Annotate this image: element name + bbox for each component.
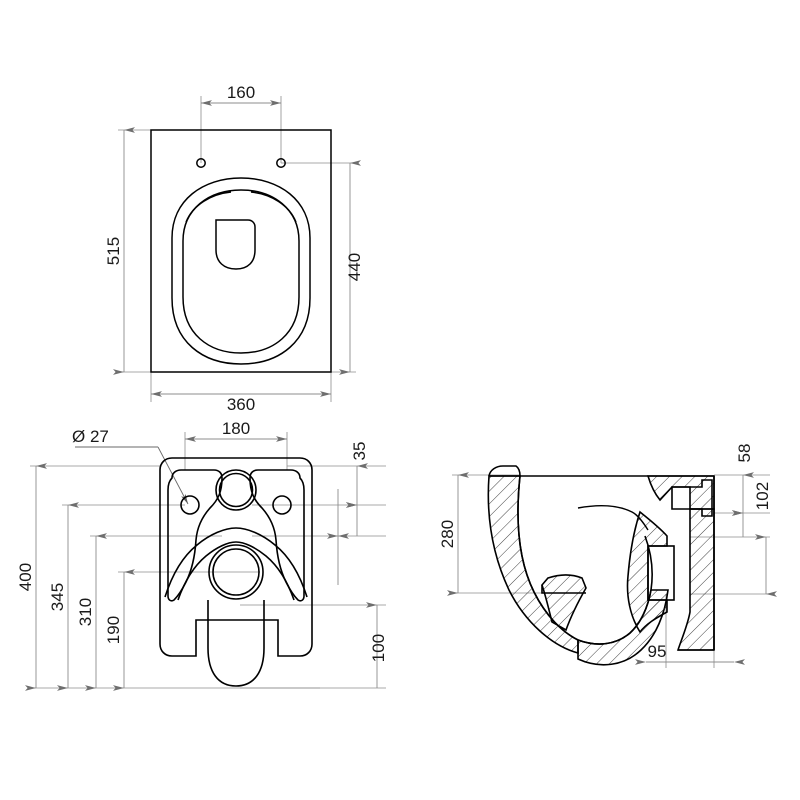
dimension-190-label: 190	[104, 616, 123, 644]
rear-view-bolt-hole-right	[272, 495, 292, 515]
top-view-rim-arc-right	[250, 191, 297, 223]
dimension-180-label: 180	[222, 419, 250, 438]
rear-view-arch-outer	[164, 527, 308, 598]
dimension-515-label: 515	[104, 237, 123, 265]
dimension-360: 360	[151, 391, 331, 414]
rear-view: 400 345 310 190 180 35	[16, 419, 388, 691]
dimension-400: 400	[16, 463, 47, 691]
dimension-190: 190	[104, 569, 135, 691]
dimension-102-label: 102	[753, 482, 772, 510]
dimension-100: 100	[366, 602, 388, 688]
top-view: 160 515 440 360	[104, 83, 364, 414]
dimension-95: 95	[635, 642, 745, 665]
dimension-95-label: 95	[648, 642, 667, 661]
diameter-27-callout: Ø 27	[72, 427, 189, 505]
rear-view-outlet-outer	[208, 544, 264, 600]
dimension-360-label: 360	[227, 395, 255, 414]
dimension-160-label: 160	[227, 83, 255, 102]
rear-view-inlet-outer	[215, 469, 257, 511]
section-fixing-pocket	[647, 545, 675, 601]
section-pedestal-shelf	[541, 585, 586, 594]
dimension-400-label: 400	[16, 563, 35, 591]
dimension-280: 280	[438, 472, 469, 596]
top-view-rim-arc-left	[185, 191, 232, 223]
section-bowl-inner-contour	[517, 475, 653, 645]
dimension-102: 102	[732, 482, 777, 597]
rear-view-bolt-hole-left	[180, 495, 200, 515]
top-view-bolt-hole-left	[196, 158, 206, 168]
section-view: 280 58 102 95	[438, 444, 777, 668]
dimension-310-label: 310	[76, 598, 95, 626]
rear-view-outer-outline	[159, 457, 313, 657]
section-rim-nose	[488, 465, 521, 477]
rear-view-extension-lines	[30, 432, 386, 689]
dimension-345-label: 345	[48, 583, 67, 611]
rear-view-arch-inner	[177, 541, 295, 601]
rear-view-recess-left	[167, 469, 223, 602]
section-pedestal	[541, 574, 587, 632]
dimension-58-label: 58	[735, 444, 754, 463]
dimension-440-label: 440	[345, 253, 364, 281]
dimension-35: 35	[346, 442, 369, 508]
top-view-bowl-outer	[171, 177, 311, 365]
section-rim-shelf-line	[577, 504, 649, 531]
section-outlet-spigot	[671, 479, 713, 517]
dimension-35-label: 35	[350, 442, 369, 461]
dimension-58: 58	[732, 444, 754, 516]
top-view-outer-plate	[150, 129, 332, 373]
rear-view-recess-right	[249, 469, 305, 602]
dimension-inner-stack	[327, 489, 358, 585]
top-view-bolt-hole-right	[276, 158, 286, 168]
top-view-flush-aperture	[215, 219, 256, 270]
dimension-100-label: 100	[369, 634, 388, 662]
dimension-345: 345	[48, 502, 79, 691]
dimension-160: 160	[201, 83, 281, 106]
dimension-440: 440	[339, 160, 364, 375]
diameter-27-label: Ø 27	[72, 427, 109, 446]
dimension-515: 515	[104, 127, 135, 375]
dimension-280-label: 280	[438, 520, 457, 548]
dimension-310: 310	[76, 533, 107, 691]
dimension-180: 180	[185, 419, 287, 442]
rear-view-outlet-inner	[212, 548, 260, 596]
rear-view-outlet-housing	[207, 600, 265, 687]
rear-view-inlet-inner	[218, 472, 254, 508]
